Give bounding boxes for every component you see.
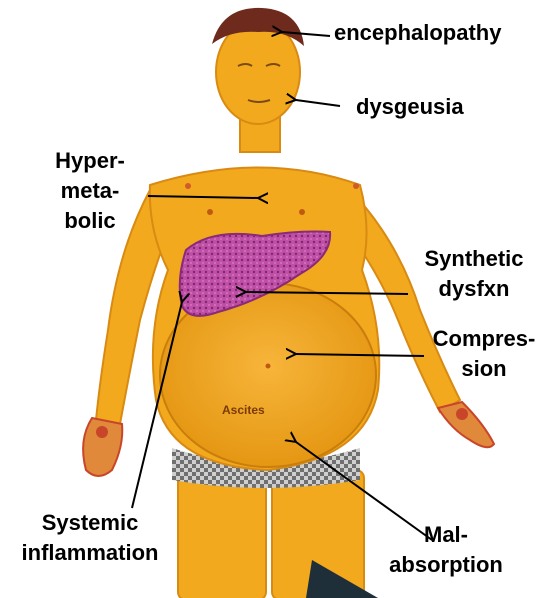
label-synthetic-dysfxn: Synthetic dysfxn — [412, 244, 536, 304]
label-systemic-inflammation: Systemic inflammation — [6, 508, 174, 568]
label-ascites: Ascites — [222, 402, 265, 418]
label-malabsorption: Mal- absorption — [380, 520, 512, 580]
label-hypermetabolic: Hyper- meta- bolic — [40, 146, 140, 236]
label-dysgeusia: dysgeusia — [356, 92, 464, 122]
label-encephalopathy: encephalopathy — [334, 18, 501, 48]
arrow-dysgeusia — [296, 100, 340, 106]
label-compression: Compres- sion — [428, 324, 540, 384]
